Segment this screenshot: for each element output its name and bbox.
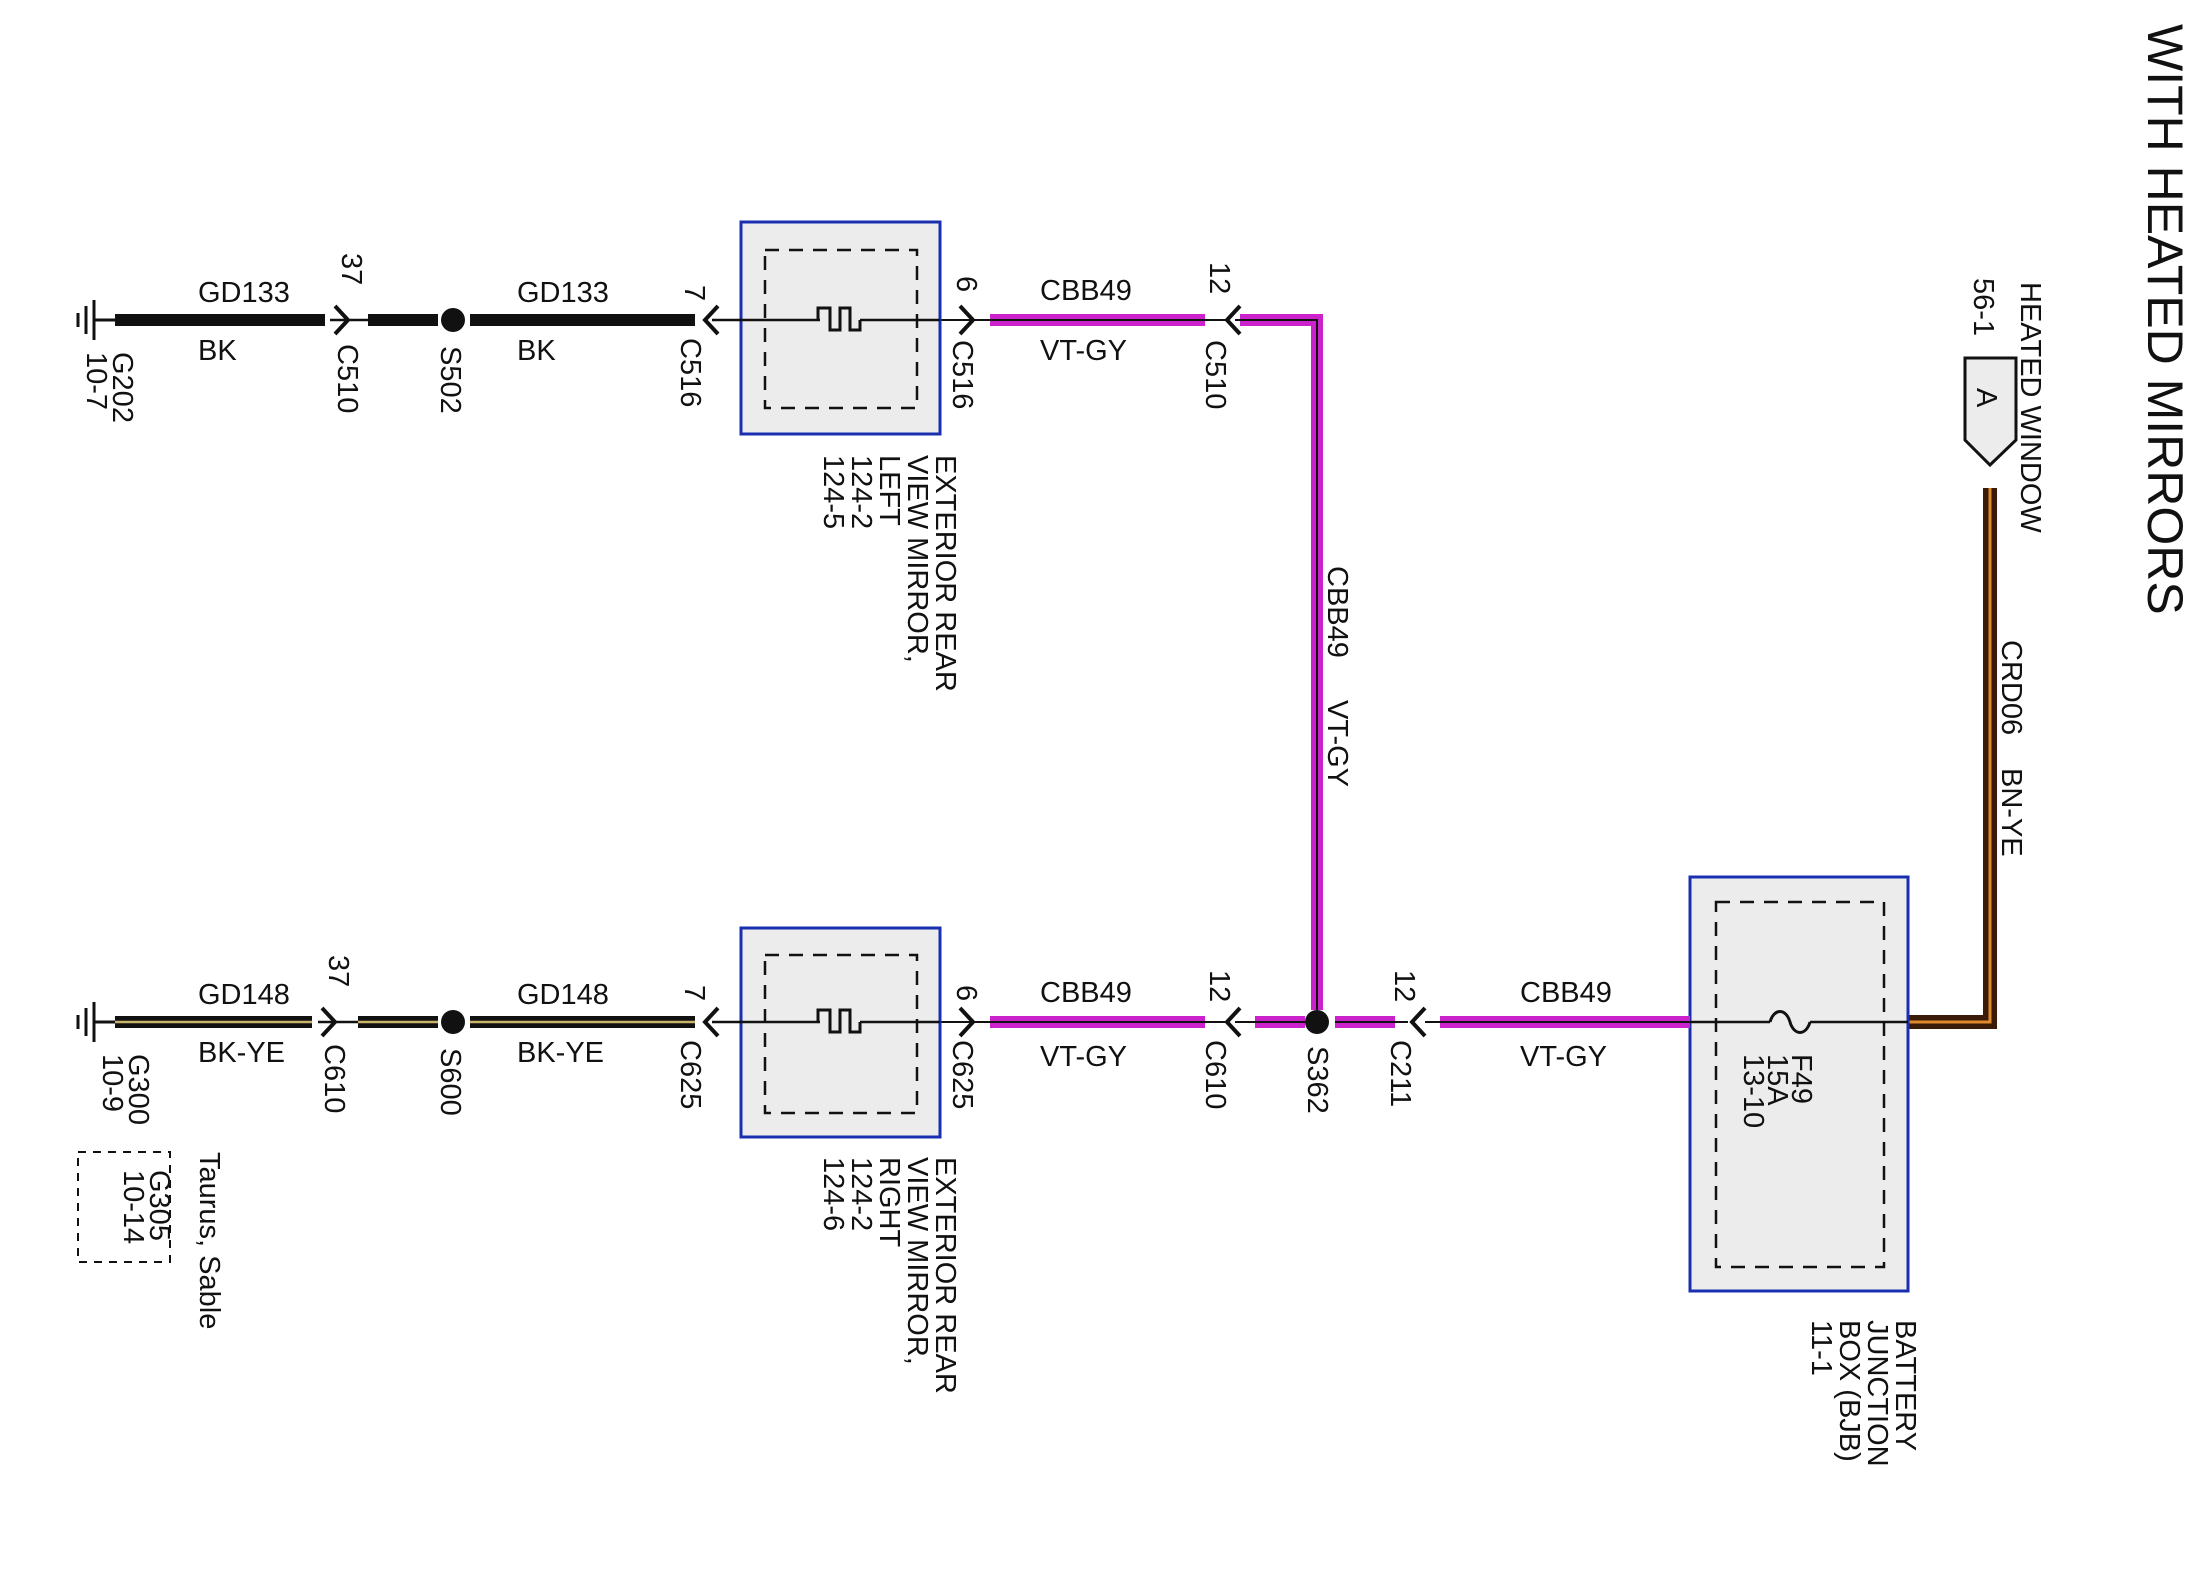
mirror-left-line1: EXTERIOR REAR — [929, 455, 961, 692]
g300-ref: 10-9 — [96, 1054, 128, 1112]
c510-left-label: C510 — [331, 344, 363, 413]
lower-segment-circuit: CBB49 — [1040, 977, 1132, 1009]
alt-ground-box — [77, 1151, 171, 1263]
s362-label: S362 — [1301, 1046, 1333, 1114]
alt-ground-label: G305 — [143, 1170, 175, 1241]
diagram-title: WITH HEATED MIRRORS — [2137, 24, 2193, 615]
bottom-ground-color-right: BK-YE — [517, 1037, 604, 1069]
mirror-right-line3: RIGHT — [873, 1157, 905, 1248]
lower-segment-color-code: VT-GY — [1040, 1041, 1127, 1073]
connector-c510-left[interactable] — [333, 304, 351, 336]
mirror-left-inner — [763, 248, 919, 410]
feed-wire-color-code: BN-YE — [1995, 768, 2027, 857]
mirror-right-line1: EXTERIOR REAR — [929, 1157, 961, 1394]
g300-label: G300 — [122, 1054, 154, 1125]
s600-label: S600 — [434, 1048, 466, 1116]
battery-junction-box[interactable] — [1688, 875, 1910, 1293]
bjb-label-line1: BATTERY — [1889, 1320, 1921, 1451]
c610-left-label: C610 — [318, 1044, 350, 1113]
heated-window-connector-a[interactable] — [1963, 356, 2018, 468]
bjb-label-line3: BOX (BJB) — [1833, 1320, 1865, 1462]
c516-left-pin: 7 — [678, 285, 710, 301]
heater-element-right-icon — [816, 1008, 862, 1034]
connector-c610-right[interactable] — [1224, 1006, 1242, 1038]
top-ground-circuit-left: GD133 — [198, 277, 290, 309]
connector-c625-left[interactable] — [702, 1006, 720, 1038]
connector-c610-left[interactable] — [320, 1006, 338, 1038]
fuse-rating: 15A — [1761, 1054, 1793, 1106]
c516-right-pin: 6 — [950, 276, 982, 292]
g202-ref: 10-7 — [80, 352, 112, 410]
mirror-right-ref1: 124-2 — [845, 1157, 877, 1231]
mirror-right-ref2: 124-6 — [817, 1157, 849, 1231]
ground-g202-icon — [76, 300, 115, 340]
fuse-label: F49 — [1785, 1054, 1817, 1104]
wire-cbb49-vertical[interactable] — [1262, 314, 1323, 1010]
connector-c516-right[interactable] — [958, 304, 976, 336]
c516-left-label: C516 — [674, 338, 706, 407]
splice-s600[interactable] — [441, 1010, 465, 1034]
connector-c211[interactable] — [1409, 1006, 1427, 1038]
fuse-ref: 13-10 — [1737, 1054, 1769, 1128]
c211-label: C211 — [1384, 1040, 1416, 1107]
c211-pin: 12 — [1388, 970, 1420, 1002]
mirror-right-line2: VIEW MIRROR, — [901, 1157, 933, 1365]
bottom-ground-circuit-left: GD148 — [198, 979, 290, 1011]
bjb-inner-boundary — [1714, 900, 1886, 1269]
mirror-left-ref1: 124-2 — [845, 455, 877, 529]
connector-c625-right[interactable] — [958, 1006, 976, 1038]
heater-element-left-icon — [816, 306, 862, 332]
c516-right-label: C516 — [946, 340, 978, 409]
ground-g300-icon — [76, 1002, 115, 1042]
top-ground-circuit-right: GD133 — [517, 277, 609, 309]
upper-segment-circuit: CBB49 — [1040, 275, 1132, 307]
c625-right-label: C625 — [946, 1040, 978, 1109]
heated-window-label: HEATED WINDOW — [2014, 282, 2046, 533]
mirror-left-ref2: 124-5 — [817, 455, 849, 529]
c610-right-label: C610 — [1199, 1040, 1231, 1109]
c625-left-pin: 7 — [678, 985, 710, 1001]
heated-window-ref: 56-1 — [1967, 278, 1999, 336]
mirror-left-line2: VIEW MIRROR, — [901, 455, 933, 663]
bjb-ref: 11-1 — [1805, 1320, 1837, 1376]
alt-ground-note: Taurus, Sable — [193, 1152, 225, 1329]
s502-label: S502 — [434, 346, 466, 414]
c610-left-pin: 37 — [322, 955, 354, 987]
bottom-ground-circuit-right: GD148 — [517, 979, 609, 1011]
feed-wire-crd06[interactable] — [1908, 488, 1997, 1029]
top-ground-color-left: BK — [198, 335, 237, 367]
splice-s502[interactable] — [441, 308, 465, 332]
top-ground-color-right: BK — [517, 335, 556, 367]
fuse-f49-symbol[interactable] — [1768, 1010, 1812, 1034]
c510-right-label: C510 — [1199, 340, 1231, 409]
c625-left-label: C625 — [674, 1040, 706, 1109]
vertical-wire-circuit: CBB49 — [1321, 566, 1353, 658]
c510-right-pin: 12 — [1203, 262, 1235, 294]
vertical-wire-color-code: VT-GY — [1321, 700, 1353, 787]
connector-c516-left[interactable] — [702, 304, 720, 336]
g202-label: G202 — [106, 352, 138, 423]
heated-window-connector-letter: A — [1970, 388, 2002, 408]
main-wire-color-code: VT-GY — [1520, 1041, 1607, 1073]
bjb-label-line2: JUNCTION — [1861, 1320, 1893, 1467]
alt-ground-ref: 10-14 — [117, 1170, 149, 1244]
c625-right-pin: 6 — [950, 985, 982, 1001]
feed-wire-circuit: CRD06 — [1995, 640, 2027, 735]
splice-s362[interactable] — [1305, 1010, 1329, 1034]
upper-segment-color-code: VT-GY — [1040, 335, 1127, 367]
main-wire-circuit: CBB49 — [1520, 977, 1612, 1009]
mirror-left-line3: LEFT — [873, 455, 905, 526]
c610-right-pin: 12 — [1203, 970, 1235, 1002]
bottom-ground-color-left: BK-YE — [198, 1037, 285, 1069]
c510-left-pin: 37 — [335, 253, 367, 285]
mirror-right-inner — [763, 953, 919, 1115]
connector-c510-right[interactable] — [1224, 304, 1242, 336]
